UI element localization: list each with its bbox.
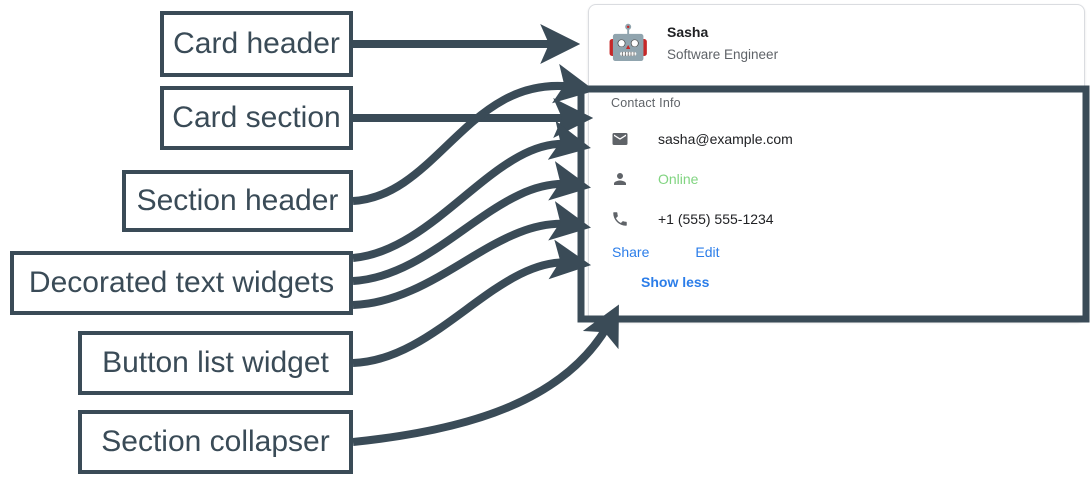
- share-button[interactable]: Share: [612, 244, 650, 260]
- section-collapser-button[interactable]: Show less: [641, 274, 710, 290]
- card-section: Contact Info sasha@example.com Online: [589, 81, 1084, 292]
- person-icon: [611, 170, 633, 188]
- card-header: 🤖 Sasha Software Engineer: [589, 5, 1084, 81]
- arrow-section-collapser: [352, 304, 619, 446]
- phone-icon: [611, 210, 633, 228]
- decorated-text-widget-email: sasha@example.com: [611, 123, 1084, 155]
- callout-button-list-widget: Button list widget: [78, 331, 353, 395]
- arrow-decorated-text-2: [352, 161, 591, 285]
- arrow-button-list: [352, 239, 592, 367]
- decorated-text-value: sasha@example.com: [658, 131, 793, 147]
- callout-decorated-text-widgets: Decorated text widgets: [10, 251, 353, 315]
- card-title: Sasha: [667, 23, 709, 40]
- contact-card: 🤖 Sasha Software Engineer Contact Info s…: [588, 4, 1085, 322]
- arrow-section-header: [352, 63, 595, 205]
- callout-label: Button list widget: [102, 346, 329, 379]
- callout-label: Decorated text widgets: [28, 266, 335, 299]
- card-subtitle: Software Engineer: [667, 46, 779, 62]
- decorated-text-value: Online: [658, 171, 699, 187]
- email-icon: [611, 130, 633, 148]
- callout-label: Card header: [173, 27, 340, 60]
- callout-label: Section header: [136, 184, 339, 217]
- robot-avatar-icon: 🤖: [607, 24, 650, 62]
- callout-label: Section collapser: [101, 425, 330, 458]
- callout-label: Card section: [172, 101, 341, 134]
- arrow-decorated-text-3: [352, 201, 591, 309]
- callout-card-section: Card section: [160, 86, 353, 150]
- card-header-texts: Sasha Software Engineer: [667, 22, 778, 65]
- edit-button[interactable]: Edit: [695, 244, 720, 260]
- decorated-text-widget-phone: +1 (555) 555-1234: [611, 203, 1084, 235]
- section-header: Contact Info: [611, 96, 681, 110]
- decorated-text-value: +1 (555) 555-1234: [658, 211, 774, 227]
- decorated-text-widget-status: Online: [611, 163, 1084, 195]
- arrow-decorated-text-1: [352, 120, 591, 262]
- callout-section-collapser: Section collapser: [78, 410, 353, 474]
- button-list-widget: Share Edit: [612, 243, 1084, 261]
- callout-card-header: Card header: [160, 11, 353, 77]
- callout-section-header: Section header: [122, 170, 353, 232]
